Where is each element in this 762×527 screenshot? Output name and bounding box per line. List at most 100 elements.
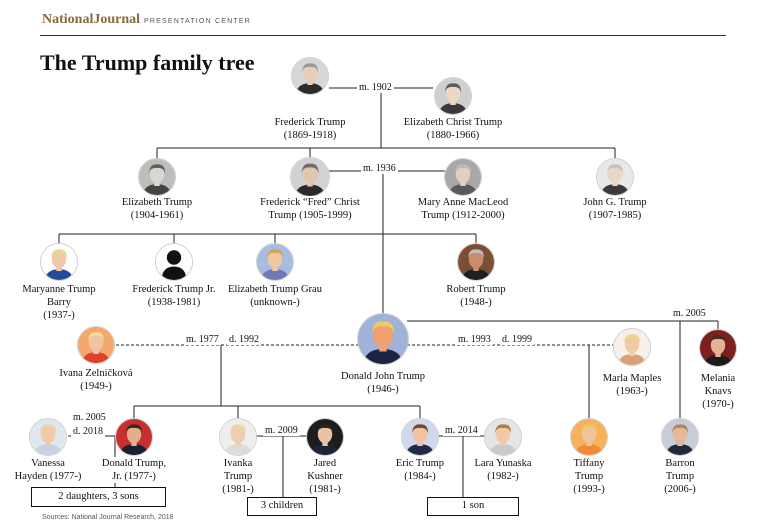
children-box-ivanka: 3 children xyxy=(247,497,317,516)
divorce-label-1999: d. 1999 xyxy=(500,334,534,345)
person-years: (2006-) xyxy=(664,484,696,495)
person-name2: Kushner xyxy=(307,471,343,482)
header-rule xyxy=(40,35,726,36)
person-name: Mary Anne MacLeod xyxy=(417,197,509,208)
person-name: Frederick Trump Jr. xyxy=(132,284,216,295)
person-name: Ivana Zelníčková xyxy=(59,368,133,379)
person-years: (1963-) xyxy=(616,386,648,397)
person-name: Jared xyxy=(313,458,337,469)
person-name2: Hayden (1977-) xyxy=(14,471,82,482)
marriage-label-2009: m. 2009 xyxy=(263,425,300,436)
portrait-elizabeth-grau xyxy=(256,243,294,281)
person-name: Maryanne Trump xyxy=(22,284,96,295)
portrait-vanessa xyxy=(29,418,67,456)
person-name2: Knavs xyxy=(704,386,732,397)
brand-name: NationalJournal xyxy=(42,12,141,27)
portrait-elizabeth xyxy=(138,158,176,196)
person-name: Frederick Trump xyxy=(274,117,346,128)
person-years: (1937-) xyxy=(43,310,75,321)
marriage-label-2005-melania: m. 2005 xyxy=(671,308,708,319)
person-label-donjr: Donald Trump, Jr. (1977-) xyxy=(101,457,167,483)
portrait-marla xyxy=(613,328,651,366)
portrait-fred xyxy=(290,157,330,197)
person-years: (1949-) xyxy=(80,381,112,392)
person-name: Vanessa xyxy=(31,458,65,469)
person-label-donald: Donald John Trump (1946-) xyxy=(340,370,426,396)
person-name: Frederick “Fred” Christ xyxy=(260,197,360,208)
person-years: (1907-1985) xyxy=(588,210,642,221)
person-years: (1981-) xyxy=(222,484,254,495)
person-years: (1904-1961) xyxy=(130,210,184,221)
person-years: (1982-) xyxy=(487,471,519,482)
marriage-label-1993: m. 1993 xyxy=(456,334,493,345)
portrait-elizabeth-christ xyxy=(434,77,472,115)
person-years: (1946-) xyxy=(367,384,399,395)
person-name: Elizabeth Christ Trump xyxy=(403,117,503,128)
portrait-donjr xyxy=(115,418,153,456)
person-name: Barron xyxy=(665,458,695,469)
person-name: Donald Trump, xyxy=(101,458,167,469)
person-name2: Trump xyxy=(665,471,695,482)
person-label-marla: Marla Maples (1963-) xyxy=(602,372,662,398)
person-years: (1981-) xyxy=(309,484,341,495)
person-years: (unknown-) xyxy=(250,297,300,308)
portrait-ivana xyxy=(77,326,115,364)
person-label-elizabeth-grau: Elizabeth Trump Grau(unknown-) xyxy=(228,283,322,309)
portrait-fredjr xyxy=(155,243,193,281)
person-name: Melania xyxy=(700,373,736,384)
source-note: Sources: National Journal Research, 2018 xyxy=(42,514,174,521)
person-label-frederick: Frederick Trump(1869-1918) xyxy=(274,116,346,142)
person-label-robert: Robert Trump(1948-) xyxy=(446,283,506,309)
portrait-john xyxy=(596,158,634,196)
person-name2: Barry xyxy=(47,297,71,308)
person-label-john: John G. Trump (1907-1985) xyxy=(583,196,647,222)
children-box-eric: 1 son xyxy=(427,497,519,516)
person-label-ivana: Ivana Zelníčková (1949-) xyxy=(59,367,133,393)
portrait-melania xyxy=(699,329,737,367)
marriage-label-1902: m. 1902 xyxy=(357,82,394,93)
person-name: Tiffany xyxy=(573,458,605,469)
person-name2: Trump (1912-2000) xyxy=(421,210,505,221)
page-title: The Trump family tree xyxy=(40,50,255,75)
person-name2: Trump xyxy=(574,471,604,482)
portrait-maryanne xyxy=(40,243,78,281)
person-label-lara: Lara Yunaska (1982-) xyxy=(474,457,532,483)
person-name: Ivanka xyxy=(223,458,253,469)
person-name2: Trump xyxy=(223,471,253,482)
person-label-eric: Eric Trump (1984-) xyxy=(395,457,445,483)
portrait-donald xyxy=(357,313,409,365)
person-name: John G. Trump xyxy=(583,197,647,208)
portrait-eric xyxy=(401,418,439,456)
person-name: Elizabeth Trump xyxy=(121,197,193,208)
person-years: (1984-) xyxy=(404,471,436,482)
marriage-label-2014: m. 2014 xyxy=(443,425,480,436)
person-name2: Jr. (1977-) xyxy=(112,471,156,482)
portrait-lara xyxy=(484,418,522,456)
person-name: Marla Maples xyxy=(602,373,662,384)
brand-subtitle: PRESENTATION CENTER xyxy=(144,18,251,25)
person-label-elizabeth: Elizabeth Trump (1904-1961) xyxy=(121,196,193,222)
person-name: Eric Trump xyxy=(395,458,445,469)
marriage-label-1936: m. 1936 xyxy=(361,163,398,174)
person-name: Donald John Trump xyxy=(340,371,426,382)
marriage-label-1977: m. 1977 xyxy=(184,334,221,345)
divorce-label-2018: d. 2018 xyxy=(71,426,105,437)
portrait-jared xyxy=(306,418,344,456)
person-years: (1880-1966) xyxy=(426,130,480,141)
person-years: (1993-) xyxy=(573,484,605,495)
portrait-tiffany xyxy=(570,418,608,456)
portrait-barron xyxy=(661,418,699,456)
portrait-robert xyxy=(457,243,495,281)
person-name: Lara Yunaska xyxy=(474,458,532,469)
